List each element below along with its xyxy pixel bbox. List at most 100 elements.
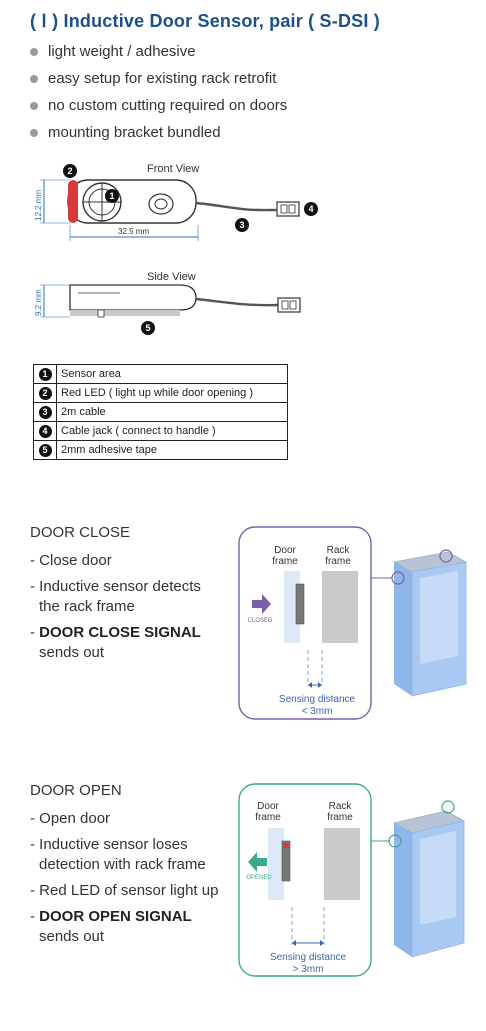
legend-text: 2mm adhesive tape (56, 440, 288, 460)
open-distance-value: > 3mm (293, 964, 324, 975)
legend-number-icon: 2 (38, 386, 52, 400)
marker-4-number: 4 (308, 204, 313, 214)
close-rack-label-1: Rack (327, 545, 351, 556)
side-cable (195, 297, 279, 307)
open-red-led (283, 843, 289, 848)
close-step-3-prefix: - (30, 624, 40, 641)
bullet-icon (30, 48, 38, 56)
marker-1-number: 1 (109, 191, 114, 201)
side-height-dim: 9.2 mm (34, 289, 43, 316)
legend-num-cell: 4 (33, 421, 57, 441)
legend-num-cell: 5 (33, 440, 57, 460)
table-row: 5 2mm adhesive tape (33, 440, 288, 460)
open-door-panel (268, 828, 284, 900)
feature-item: light weight / adhesive (30, 40, 287, 67)
front-view-label: Front View (147, 163, 199, 175)
open-sensor-highlight-icon (388, 834, 402, 848)
feature-list: light weight / adhesive easy setup for e… (30, 40, 287, 148)
legend-num-cell: 3 (33, 402, 57, 422)
close-rack-label-2: frame (325, 556, 351, 567)
page-title: ( Ⅰ ) Inductive Door Sensor, pair ( S-DS… (30, 11, 380, 31)
feature-item: easy setup for existing rack retrofit (30, 67, 287, 94)
table-row: 3 2m cable (33, 402, 288, 422)
legend-text: Cable jack ( connect to handle ) (56, 421, 288, 441)
feature-item: mounting bracket bundled (30, 121, 287, 148)
side-body (69, 284, 197, 311)
legend-text: Sensor area (56, 364, 288, 384)
feature-text: light weight / adhesive (48, 43, 196, 60)
table-row: 2 Red LED ( light up while door opening ) (33, 383, 288, 403)
front-view-drawing: Front View 12.2 mm 32.5 mm 2 1 3 4 (34, 163, 318, 241)
close-signal-text: DOOR CLOSE SIGNAL (39, 624, 201, 641)
mount-hole-icon (148, 193, 174, 215)
cable (195, 201, 271, 212)
close-step-2a: - Inductive sensor detects (30, 578, 201, 595)
open-step-4b: sends out (39, 928, 105, 945)
open-rack-label-2: frame (327, 812, 353, 823)
legend-number-icon: 5 (38, 443, 52, 457)
legend-text: Red LED ( light up while door opening ) (56, 383, 288, 403)
open-door-label-1: Door (257, 801, 279, 812)
legend-number-icon: 3 (38, 405, 52, 419)
close-sensor-icon (295, 583, 305, 625)
rack-illustration (392, 551, 468, 697)
side-view-drawing: Side View 9.2 mm 5 (34, 271, 301, 335)
open-rack-illustration (392, 810, 466, 958)
table-row: 1 Sensor area (33, 364, 288, 384)
open-rack-panel (324, 828, 360, 900)
open-step-2b: detection with rack frame (39, 856, 206, 873)
marker-5-icon (141, 321, 155, 335)
close-step-2b: the rack frame (39, 598, 135, 615)
door-open-section: DOOR OPEN - Open door - Inductive sensor… (30, 782, 218, 953)
open-sensor-icon (281, 840, 291, 882)
legend-num-cell: 1 (33, 364, 57, 384)
marker-3-icon (235, 218, 249, 232)
feature-text: no custom cutting required on doors (48, 97, 288, 114)
marker-2-icon (63, 164, 77, 178)
bullet-icon (30, 102, 38, 110)
door-open-heading: DOOR OPEN (30, 782, 122, 799)
close-door-label-2: frame (272, 556, 298, 567)
opened-state-label: OPENED (246, 875, 272, 881)
open-rack-highlight-icon (441, 800, 455, 814)
front-width-dim: 32.5 mm (118, 227, 149, 236)
front-height-dim: 12.2 mm (34, 190, 43, 221)
closed-arrow-icon (252, 594, 271, 614)
close-distance-label: Sensing distance (279, 694, 356, 705)
marker-5-number: 5 (145, 323, 150, 333)
marker-4-icon (304, 202, 318, 216)
red-led-strip (68, 180, 78, 223)
close-step-3: - DOOR CLOSE SIGNAL (30, 623, 201, 643)
side-view-label: Side View (147, 271, 196, 283)
table-row: 4 Cable jack ( connect to handle ) (33, 421, 288, 441)
legend-num-cell: 2 (33, 383, 57, 403)
open-signal-text: DOOR OPEN SIGNAL (39, 908, 192, 925)
open-rack-label-1: Rack (329, 801, 353, 812)
closed-state-label: CLOSED (248, 618, 273, 624)
marker-1-icon (105, 189, 119, 203)
close-step-3b: sends out (39, 644, 105, 661)
feature-text: easy setup for existing rack retrofit (48, 70, 277, 87)
side-jack-icon (277, 297, 301, 313)
open-distance-label: Sensing distance (270, 952, 347, 963)
feature-item: no custom cutting required on doors (30, 94, 287, 121)
open-step-4-prefix: - (30, 908, 40, 925)
legend-number-icon: 1 (38, 367, 52, 381)
close-rack-highlight-icon (439, 549, 453, 563)
open-door-label-2: frame (255, 812, 281, 823)
cable-jack-icon (276, 201, 300, 217)
bullet-icon (30, 75, 38, 83)
marker-3-number: 3 (239, 220, 244, 230)
door-close-heading: DOOR CLOSE (30, 524, 131, 541)
legend-text: 2m cable (56, 402, 288, 422)
open-step-2a: - Inductive sensor loses (30, 836, 188, 853)
close-step-1: - Close door (30, 552, 112, 569)
open-step-3: - Red LED of sensor light up (30, 882, 219, 899)
close-distance-value: < 3mm (302, 706, 333, 717)
close-rack-panel (322, 571, 358, 643)
legend-table: 1 Sensor area 2 Red LED ( light up while d… (33, 364, 288, 460)
opened-arrow-icon (248, 852, 267, 872)
door-close-section: DOOR CLOSE - Close door - Inductive sens… (30, 524, 201, 669)
open-step-1: - Open door (30, 810, 111, 827)
legend-number-icon: 4 (38, 424, 52, 438)
